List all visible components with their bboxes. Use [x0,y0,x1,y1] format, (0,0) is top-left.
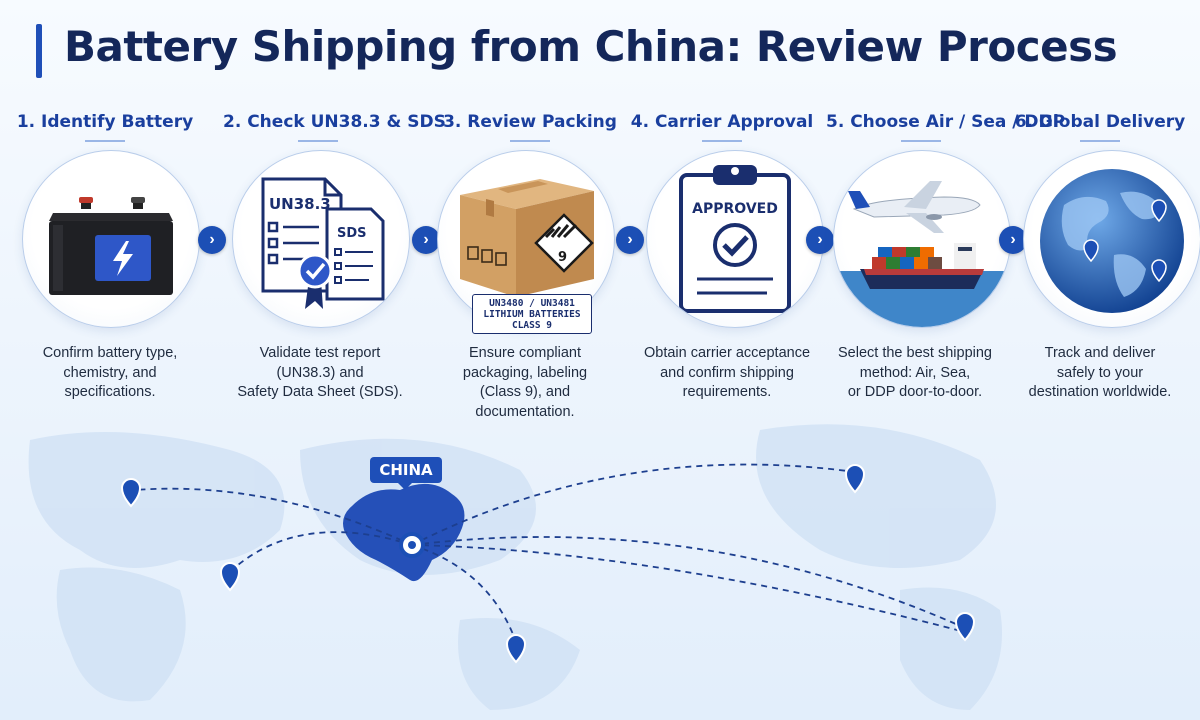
un383-doc-label: UN38.3 [269,195,331,213]
class-9-hazard-label: 9 [558,250,567,265]
step-1-title-text: 1. Identify Battery [16,112,194,132]
sds-doc-label: SDS [337,226,367,241]
battery-icon [49,197,173,295]
step-6-description: Track and deliver safely to your destina… [1028,345,1172,400]
clipboard-approved-icon: APPROVED [679,165,791,313]
map-pin-icon [844,464,866,494]
step-4-title-text: 4. Carrier Approval [630,112,814,132]
map-pin-icon [505,634,527,664]
next-arrow-icon: › [616,226,644,254]
step-2-title: 2. Check UN38.3 & SDS [223,112,446,142]
china-origin-label: CHINA [370,457,442,490]
un-label-line-3: CLASS 9 [511,320,553,331]
step-5-title-text: 5. Choose Air / Sea / DDP [826,112,1066,132]
step-6-illustration [1023,150,1200,328]
step-6-title-text: 6. Global Delivery [1014,112,1186,132]
step-1-title: 1. Identify Battery [10,112,200,142]
title-accent-bar [36,24,42,78]
china-region [343,483,465,582]
package-icon: 9 [460,179,594,297]
world-route-map [28,424,1002,710]
step-3-description: Ensure compliant packaging, labeling (Cl… [462,345,588,420]
un-label-line-2: LITHIUM BATTERIES [483,309,581,320]
step-1-underline [85,140,125,142]
map-pin-icon [954,612,976,642]
step-5-description: Select the best shipping method: Air, Se… [838,345,992,400]
step-2-underline [298,140,338,142]
map-pin-icon [219,562,241,592]
next-arrow-icon: › [999,226,1027,254]
step-2-description: Validate test report (UN38.3) and Safety… [237,345,403,400]
step-3-underline [510,140,550,142]
step-4-description: Obtain carrier acceptance and confirm sh… [643,345,811,400]
destination-pins [120,464,976,664]
step-3-title-text: 3. Review Packing [443,112,617,132]
step-5-illustration [833,150,1011,328]
step-1-description: Confirm battery type, chemistry, and spe… [42,345,178,400]
step-2-title-text: 2. Check UN38.3 & SDS [223,112,446,132]
next-arrow-icon: › [806,226,834,254]
step-6-title: 6. Global Delivery [1005,112,1195,142]
un-label-line-1: UN3480 / UN3481 [489,298,575,309]
approved-stamp-text: APPROVED [692,201,778,217]
shipping-routes [134,463,966,643]
step-4-title: 4. Carrier Approval [627,112,817,142]
step-4-illustration: APPROVED [646,150,824,328]
next-arrow-icon: › [198,226,226,254]
globe-icon [1040,169,1184,313]
step-5-underline [901,140,941,142]
step-5-title: 5. Choose Air / Sea / DDP [826,112,1065,142]
next-arrow-icon: › [412,226,440,254]
step-3-title: 3. Review Packing [435,112,625,142]
step-2-illustration: UN38.3 SDS [232,150,410,328]
documents-icon: UN38.3 SDS [261,177,385,309]
page-title: Battery Shipping from China: Review Proc… [64,22,1118,71]
un-battery-label: UN3480 / UN3481 LITHIUM BATTERIES CLASS … [472,294,592,334]
step-1-illustration [22,150,200,328]
step-4-underline [702,140,742,142]
air-sea-transport-icon [834,181,1010,327]
map-pin-icon [120,478,142,508]
step-6-underline [1080,140,1120,142]
